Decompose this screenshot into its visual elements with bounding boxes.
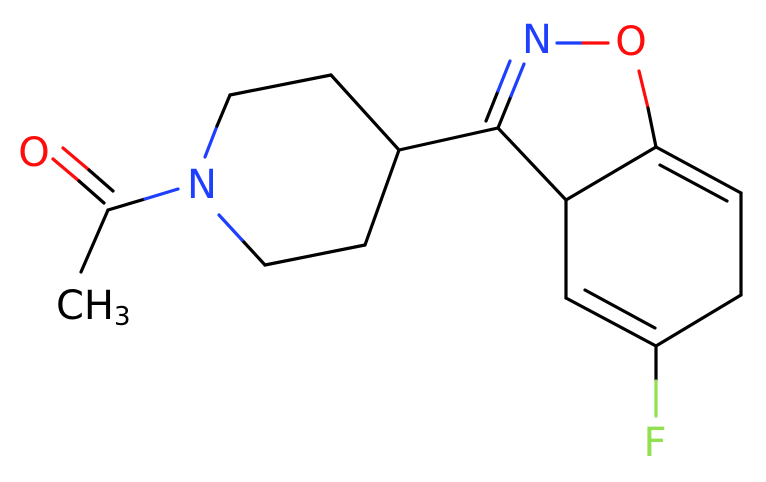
c3-c3a-bond	[496, 126, 568, 202]
carbonyl-oxygen-label: O	[18, 130, 49, 176]
c6-c5-bond	[654, 293, 743, 348]
c3-n-double-inner-n	[496, 59, 512, 93]
ring-bond-c4-c5	[363, 148, 401, 247]
ring-bond-c2-c3	[228, 73, 333, 97]
acetyl-group	[51, 146, 180, 274]
piperidine-nitrogen-label: N	[187, 162, 217, 208]
c5-c4-inner	[583, 288, 657, 330]
carbonyl-to-n-bond	[106, 197, 147, 212]
fluorine-label: F	[643, 420, 666, 466]
carbonyl-to-n-bond-n	[143, 187, 180, 201]
c5-c4-bond	[564, 296, 658, 348]
carbonyl-double-bond-inner	[61, 146, 91, 172]
methyl-label-main: CH	[56, 283, 114, 329]
benzene-ring	[564, 145, 743, 348]
methyl-bond	[79, 208, 110, 274]
ring-bond-n-c2	[203, 124, 219, 159]
ring-bond-c6-n-n	[217, 213, 244, 242]
linker-bond	[397, 126, 500, 152]
isoxazole-nitrogen-label: N	[522, 17, 552, 63]
c7a-c7-bond	[654, 145, 743, 195]
ring-bond-c5-c6	[263, 243, 367, 267]
piperidine-ring	[203, 73, 401, 267]
carbonyl-double-bond-inner-c	[87, 168, 115, 193]
methyl-label: CH3	[56, 283, 131, 332]
o-c7a-bond-o	[637, 69, 650, 110]
o-c7a-bond-c	[646, 106, 658, 149]
c7a-c7-inner	[658, 163, 729, 203]
c3a-c7a-bond	[564, 145, 658, 202]
ring-bond-n-c2-c	[215, 93, 232, 128]
carbonyl-double-bond-outer-c	[77, 179, 106, 205]
ring-bond-c6-n	[240, 238, 267, 267]
ring-bond-c3-c4	[329, 73, 401, 152]
c3-n-double-outer	[496, 94, 513, 130]
c3-n-double-inner	[484, 89, 500, 123]
c3-n-double-outer-n	[509, 62, 526, 98]
isoxazole-oxygen-label: O	[615, 19, 646, 65]
methyl-label-subscript: 3	[114, 302, 131, 332]
carbonyl-double-bond-outer	[51, 157, 81, 183]
isoxazole-ring	[484, 41, 658, 202]
